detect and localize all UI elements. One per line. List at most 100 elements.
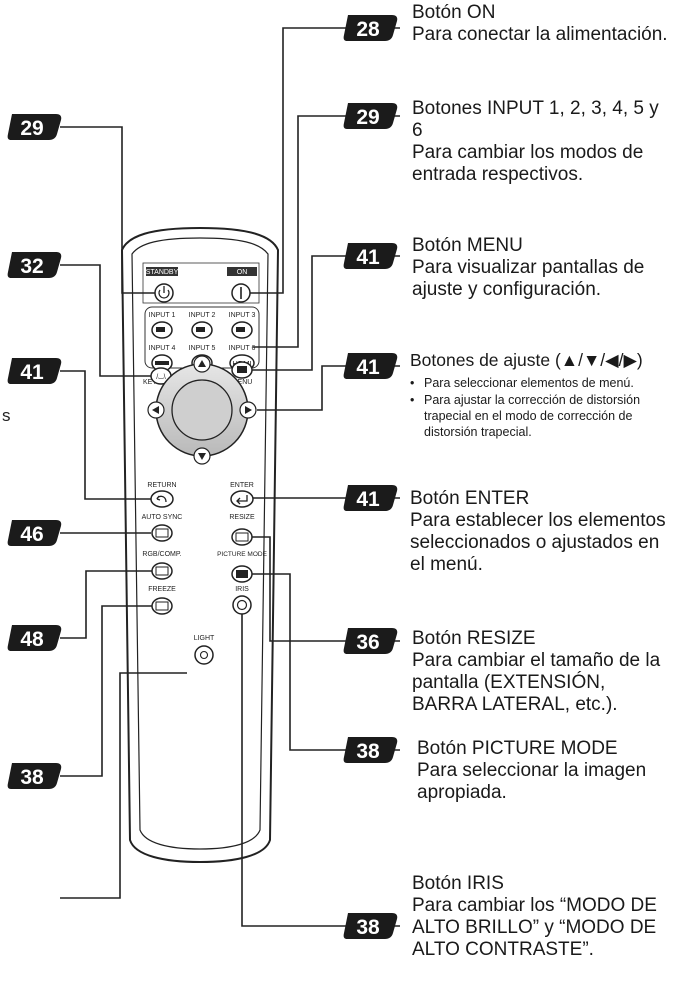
input5-label: INPUT 5 (189, 345, 216, 352)
menu-icon (237, 366, 247, 373)
page-ref-badge: 36 (343, 628, 398, 654)
page-number: 38 (356, 916, 380, 939)
return-icon (156, 495, 167, 503)
return-button[interactable] (150, 490, 174, 508)
rgbcomp-button[interactable] (151, 562, 173, 580)
callout-menu-button: Botón MENU Para visualizar pantallas de … (412, 235, 674, 301)
standby-button[interactable] (154, 283, 174, 303)
page-number: 29 (20, 117, 43, 140)
callout-title: Botón MENU (412, 235, 523, 256)
enter-button[interactable] (230, 490, 254, 508)
page-ref-badge: 28 (343, 15, 398, 41)
light-icon (199, 650, 209, 660)
left-text-fragment: s (2, 406, 11, 425)
callout-bullets: Para seleccionar elementos de menú. Para… (410, 375, 674, 440)
callout-body: Para visualizar pantallas de ajuste y co… (412, 257, 645, 300)
callout-input-buttons: Botones INPUT 1, 2, 3, 4, 5 y 6 Para cam… (412, 98, 674, 186)
page-ref-badge: 41 (7, 358, 62, 384)
callout-enter-button: Botón ENTER Para establecer los elemento… (410, 488, 674, 576)
right-page-badges: 28 29 41 41 41 36 38 38 (343, 15, 398, 939)
callout-title: Botones INPUT 1, 2, 3, 4, 5 y 6 (412, 98, 659, 141)
rgbcomp-icon (155, 566, 169, 576)
callout-body: Para seleccionar la imagen apropiada. (417, 760, 647, 803)
callout-title: Botón IRIS (412, 873, 504, 894)
page-ref-badge: 41 (343, 243, 398, 269)
left-arrow-icon (152, 406, 159, 414)
page-ref-badge: 29 (7, 114, 62, 140)
bullet-item: Para seleccionar elementos de menú. (410, 375, 674, 391)
resize-button[interactable] (231, 528, 253, 546)
callout-title: Botón RESIZE (412, 628, 536, 649)
callout-title: Botón PICTURE MODE (417, 738, 618, 759)
left-page-badges: 29 32 41 46 48 38 (7, 114, 62, 789)
callout-title: Botón ON (412, 2, 496, 23)
page-number: 28 (356, 18, 380, 41)
callout-picturemode-button: Botón PICTURE MODE Para seleccionar la i… (417, 738, 674, 804)
input1-label: INPUT 1 (149, 312, 176, 319)
autosync-icon (155, 528, 169, 538)
callout-body: Para cambiar el tamaño de la pantalla (E… (412, 650, 661, 715)
page-ref-badge: 38 (343, 913, 398, 939)
callout-title: Botones de ajuste (▲/▼/◀/▶) (410, 350, 643, 370)
callout-body: Para conectar la alimentación. (412, 24, 668, 45)
page-ref-badge: 41 (343, 485, 398, 511)
on-label: ON (237, 269, 248, 276)
freeze-button[interactable] (151, 597, 173, 615)
page-ref-badge: 48 (7, 625, 62, 651)
callout-body: Para establecer los elementos selecciona… (410, 510, 666, 575)
page-number: 41 (356, 356, 380, 379)
page-ref-badge: 38 (343, 737, 398, 763)
callout-iris-button: Botón IRIS Para cambiar los “MODO DE ALT… (412, 873, 674, 961)
page-number: 48 (20, 628, 44, 651)
page-number: 38 (356, 740, 380, 763)
page-number: 38 (20, 766, 44, 789)
light-button[interactable] (194, 645, 214, 665)
input4-icon (155, 361, 169, 365)
page-ref-badge: 38 (7, 763, 62, 789)
resize-icon (235, 532, 249, 542)
callout-on-button: Botón ON Para conectar la alimentación. (412, 2, 672, 46)
on-button[interactable] (231, 283, 251, 303)
page-number: 46 (20, 523, 43, 546)
enter-label: ENTER (230, 482, 254, 489)
callout-resize-button: Botón RESIZE Para cambiar el tamaño de l… (412, 628, 674, 716)
page-number: 32 (20, 255, 43, 278)
input3-label: INPUT 3 (229, 312, 256, 319)
picturemode-icon (236, 570, 248, 578)
keystone-icon: /⌴\ (156, 374, 166, 381)
callout-body: Para cambiar los modos de entrada respec… (412, 142, 644, 185)
down-arrow-icon (198, 453, 206, 460)
input1-icon (156, 327, 165, 332)
iris-icon (236, 599, 248, 611)
page-ref-badge: 46 (7, 520, 62, 546)
standby-label: STANDBY (146, 269, 179, 276)
rgbcomp-label: RGB/COMP. (142, 551, 181, 558)
input2-icon (196, 327, 205, 332)
picturemode-label: PICTURE MODE (217, 551, 268, 558)
enter-icon (236, 495, 248, 505)
light-label: LIGHT (194, 635, 215, 642)
bullet-item: Para ajustar la corrección de distorsión… (410, 392, 674, 440)
page-ref-badge: 41 (343, 353, 398, 379)
callout-body: Para cambiar los “MODO DE ALTO BRILLO” y… (412, 895, 657, 960)
freeze-label: FREEZE (148, 586, 176, 593)
input3-icon (236, 327, 245, 332)
callout-adjustment-buttons: Botones de ajuste (▲/▼/◀/▶) Para selecci… (410, 349, 674, 441)
input4-label: INPUT 4 (149, 345, 176, 352)
iris-button[interactable] (232, 595, 252, 615)
return-label: RETURN (147, 482, 176, 489)
input6-label: INPUT 6 (229, 345, 256, 352)
power-icon (158, 289, 170, 299)
autosync-button[interactable] (151, 524, 173, 542)
adjustment-dpad[interactable] (147, 355, 257, 465)
page-number: 41 (356, 246, 380, 269)
input2-label: INPUT 2 (189, 312, 216, 319)
autosync-label: AUTO SYNC (142, 514, 183, 521)
page-number: 29 (356, 106, 379, 129)
iris-label: IRIS (235, 586, 249, 593)
page-number: 41 (20, 361, 44, 384)
page-ref-badge: 32 (7, 252, 62, 278)
right-arrow-icon (245, 406, 252, 414)
freeze-icon (155, 601, 169, 611)
